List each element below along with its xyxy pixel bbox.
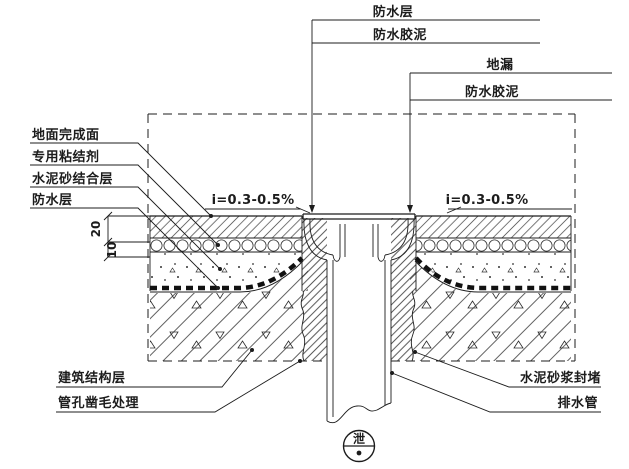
label-pipe-hole-roughening: 管孔凿毛处理 [58, 395, 139, 411]
cement-mortar-seal-band [300, 290, 416, 362]
drain-surround-mortar [301, 216, 417, 291]
label-finished-floor-surface: 地面完成面 [32, 127, 100, 143]
top-left-callout: 防水层 防水胶泥 [309, 4, 540, 213]
bottom-left-callouts: 建筑结构层 管孔凿毛处理 [56, 348, 302, 413]
label-structure-layer: 建筑结构层 [58, 370, 126, 386]
slope-annotation-left: i=0.3-0.5% [205, 193, 311, 214]
leader-arrow [309, 205, 315, 213]
slope-annotation-right: i=0.3-0.5% [446, 193, 572, 214]
slope-text-left: i=0.3-0.5% [212, 193, 295, 208]
label-floor-drain: 地漏 [486, 57, 513, 73]
bottom-right-callouts: 水泥砂浆封堵 排水管 [390, 350, 601, 413]
label-cement-sand-bonding-layer: 水泥砂结合层 [32, 171, 113, 187]
dim-20: 20 [89, 221, 103, 238]
left-callouts: 地面完成面 专用粘结剂 水泥砂结合层 防水层 [30, 127, 222, 290]
label-waterproof-layer-left: 防水层 [32, 192, 73, 208]
dimension-block: 20 10 [89, 211, 150, 262]
drain-pipe [326, 260, 392, 424]
detail-mark-symbol: 泄 [353, 431, 365, 446]
chiseled-edge-right [410, 290, 416, 362]
pipe-break-line [326, 402, 392, 424]
tile-finish-layer [150, 215, 571, 239]
label-waterproof-mastic-top: 防水胶泥 [373, 27, 427, 43]
layer-edges [149, 216, 572, 291]
detail-boundary [147, 113, 576, 362]
slope-text-right: i=0.3-0.5% [446, 193, 529, 208]
label-drain-pipe: 排水管 [557, 395, 598, 411]
adhesive-layer [150, 239, 571, 253]
leader-arrow [407, 205, 413, 213]
detail-mark-dot [356, 450, 362, 456]
label-waterproof-mastic-right: 防水胶泥 [465, 84, 519, 100]
label-cement-mortar-seal: 水泥砂浆封堵 [520, 370, 601, 386]
mortar-bonding-layer [150, 252, 571, 288]
chiseled-edge-left [300, 290, 306, 362]
top-right-callout: 地漏 防水胶泥 [407, 57, 612, 213]
floor-drain-body [302, 213, 416, 262]
waterproof-membrane [150, 256, 571, 291]
structure-layer [150, 260, 571, 361]
label-waterproof-layer-top: 防水层 [373, 4, 414, 20]
label-special-adhesive: 专用粘结剂 [32, 149, 100, 165]
dim-10: 10 [105, 242, 119, 259]
detail-mark: 泄 [342, 429, 376, 463]
